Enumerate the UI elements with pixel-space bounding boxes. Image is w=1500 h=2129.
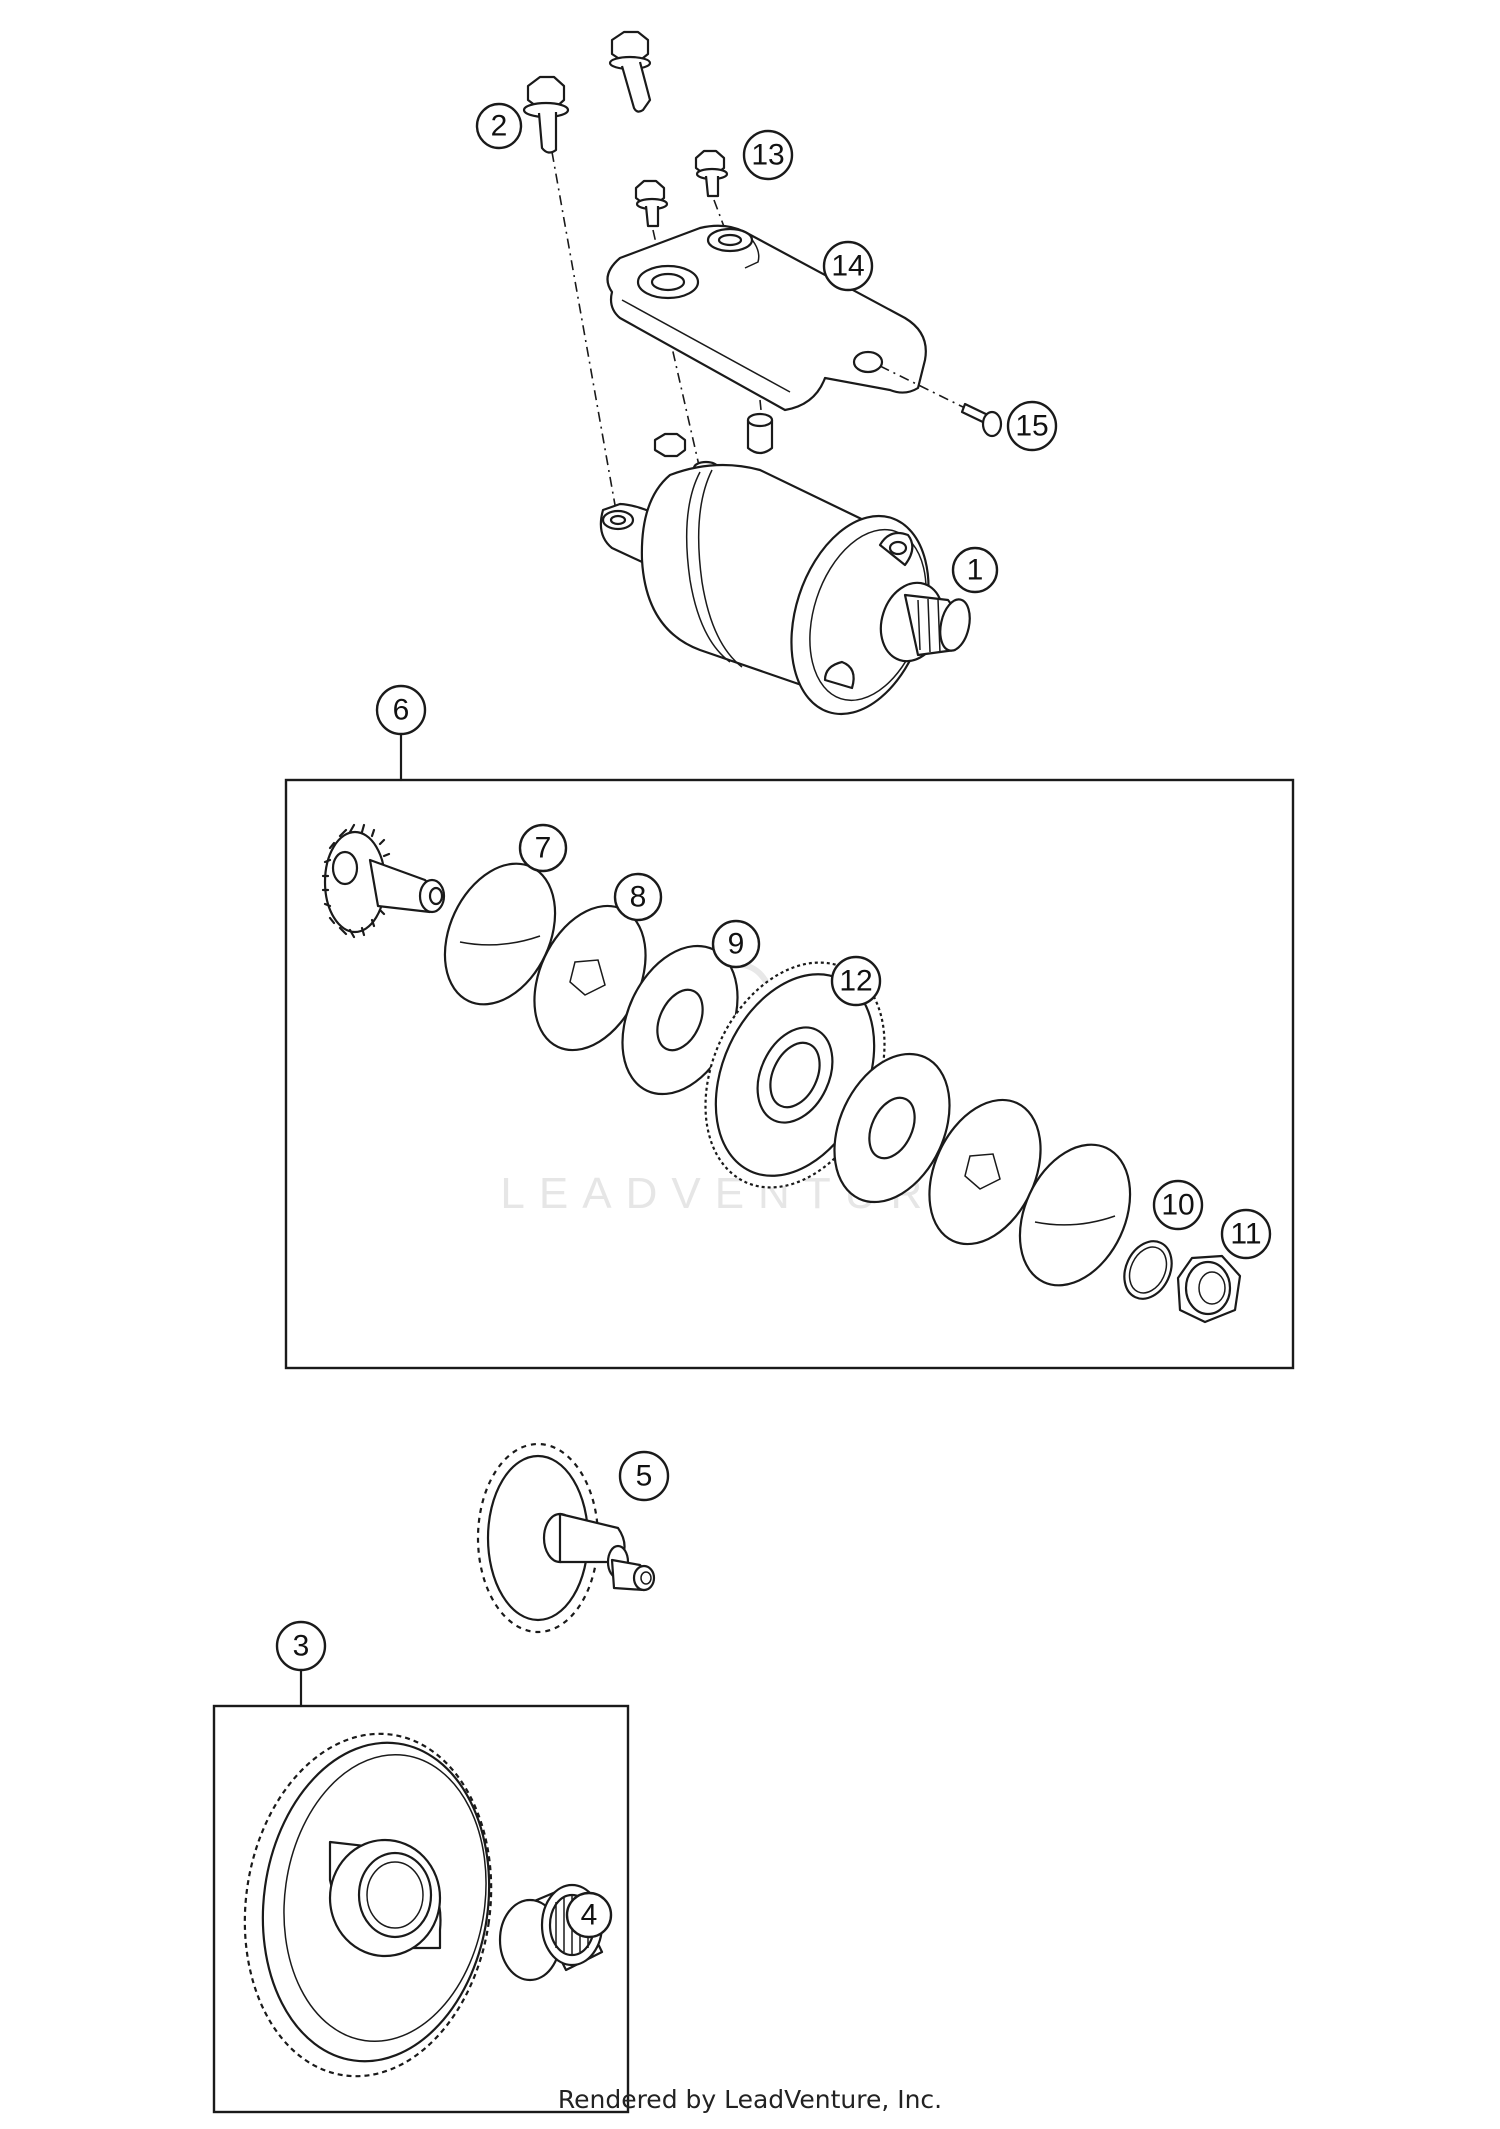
callout-2: 2 (475, 102, 523, 150)
callout-7: 7 (518, 823, 568, 873)
starter-cover-14 (606, 224, 966, 421)
callout-4: 4 (565, 1891, 613, 1939)
bolt-2 (522, 75, 616, 506)
callout-8-label: 8 (630, 881, 647, 914)
idler-gear-5 (476, 1442, 656, 1634)
callout-15-label: 15 (1015, 410, 1048, 443)
callout-9-label: 9 (728, 928, 745, 961)
pinion-gear (321, 823, 446, 939)
bolt-13 (694, 149, 729, 233)
callout-13: 13 (742, 129, 794, 181)
bolt-cover (634, 179, 701, 471)
callout-6-label: 6 (393, 694, 410, 727)
bolt-upper (608, 30, 652, 113)
callout-12: 12 (830, 955, 882, 1007)
callout-7-label: 7 (535, 832, 552, 865)
circlip-10 (1123, 1240, 1173, 1300)
starter-gear (243, 1732, 493, 2078)
screw-15 (960, 402, 1003, 438)
washer-7b (1018, 1143, 1132, 1287)
starter-gear-kit-3 (212, 1668, 630, 2114)
callout-3: 3 (275, 1620, 327, 1672)
callout-1-label: 1 (967, 554, 984, 587)
callout-8: 8 (613, 872, 663, 922)
callout-5-label: 5 (636, 1460, 653, 1493)
callout-3-label: 3 (293, 1630, 310, 1663)
callout-5: 5 (618, 1450, 670, 1502)
callout-12-label: 12 (839, 965, 872, 998)
callout-10-label: 10 (1161, 1189, 1194, 1222)
callout-10: 10 (1152, 1179, 1204, 1231)
callout-15: 15 (1006, 400, 1058, 452)
callout-14: 14 (822, 240, 874, 292)
reduction-gear-kit-6 (284, 732, 1295, 1370)
footer-credit: Rendered by LeadVenture, Inc. (557, 2085, 943, 2114)
callout-14-label: 14 (831, 250, 864, 283)
callout-4-label: 4 (581, 1899, 598, 1932)
callout-13-label: 13 (751, 139, 784, 172)
callout-9: 9 (711, 919, 761, 969)
callout-11-label: 11 (1230, 1218, 1261, 1251)
starter-motor-assembly (522, 30, 1003, 716)
callout-1: 1 (951, 546, 999, 594)
callout-11: 11 (1220, 1208, 1272, 1260)
callout-2-label: 2 (491, 110, 508, 143)
washer-9 (621, 944, 739, 1096)
nut-11 (1176, 1254, 1242, 1324)
callout-6: 6 (375, 684, 427, 736)
starter-motor-1 (599, 412, 971, 716)
